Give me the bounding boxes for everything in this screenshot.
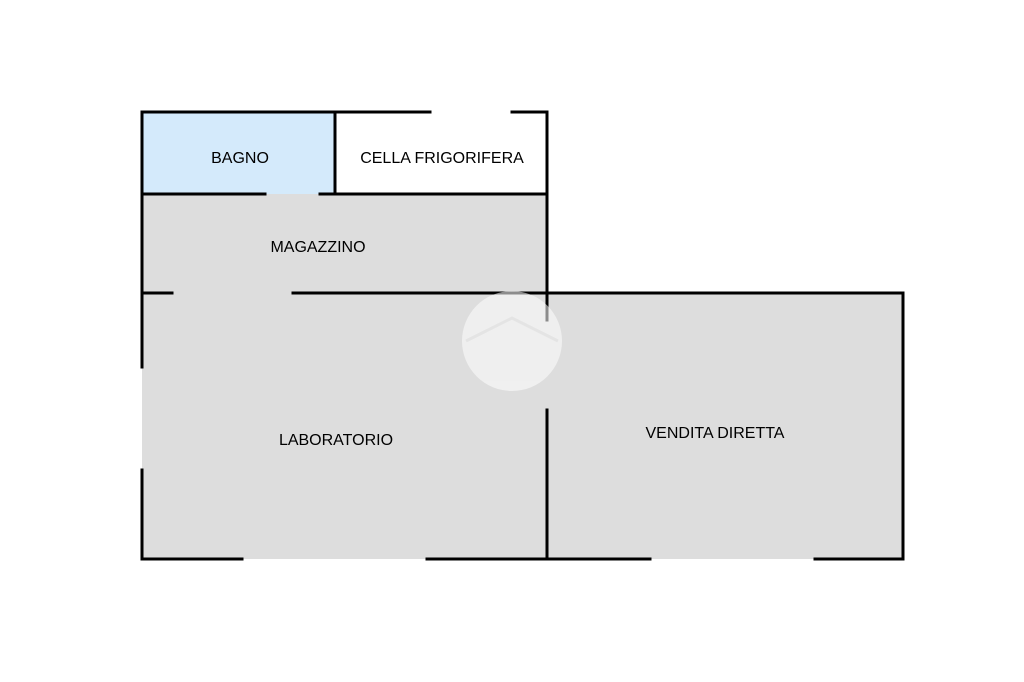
walls (140, 110, 905, 561)
label-laboratorio: LABORATORIO (279, 432, 393, 449)
room-cella-frigorifera (335, 112, 547, 194)
watermark-circle (462, 291, 562, 391)
room-vendita-diretta (547, 293, 903, 559)
watermark-roof (465, 316, 559, 343)
label-cella-frigorifera: CELLA FRIGORIFERA (360, 150, 524, 167)
label-magazzino: MAGAZZINO (270, 239, 365, 256)
room-bagno (142, 112, 335, 194)
room-magazzino (142, 194, 547, 293)
label-vendita-diretta: VENDITA DIRETTA (646, 425, 785, 442)
label-bagno: BAGNO (211, 150, 269, 167)
house-logo-icon (462, 291, 562, 391)
